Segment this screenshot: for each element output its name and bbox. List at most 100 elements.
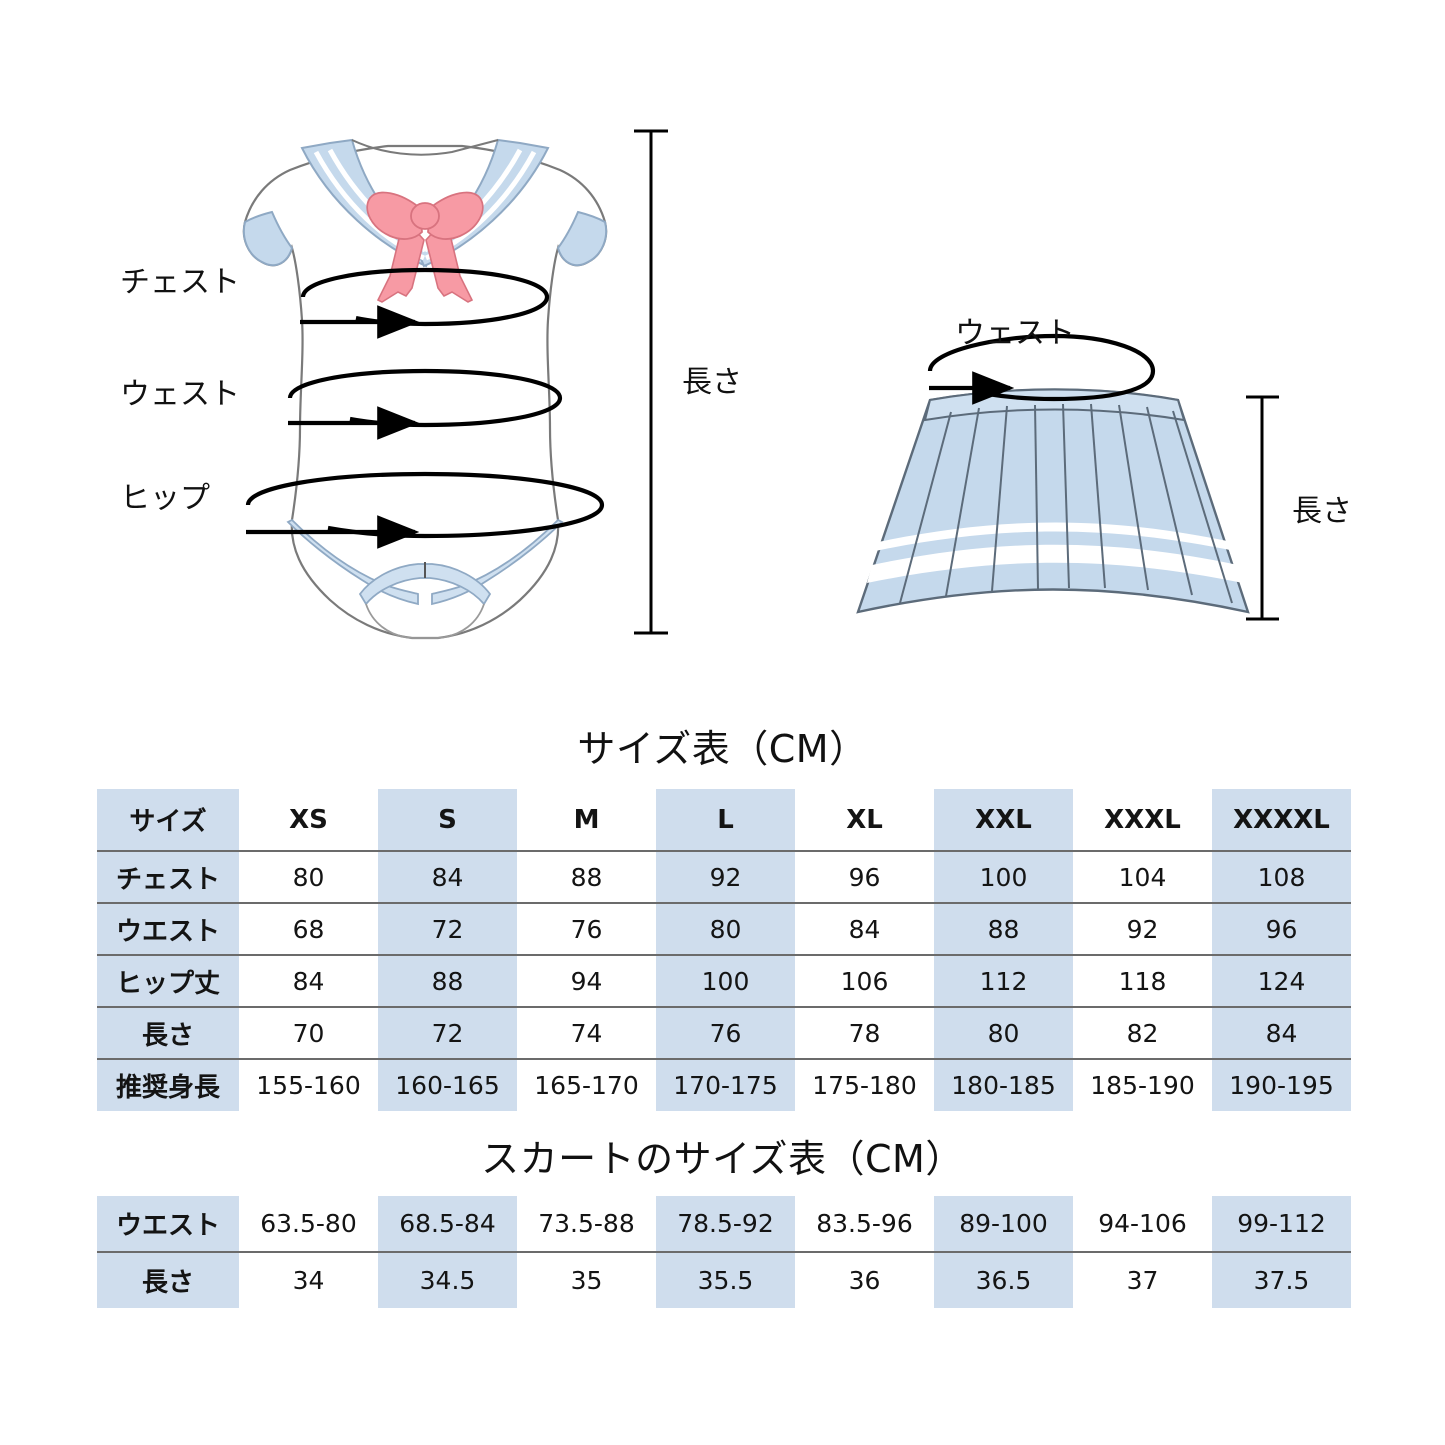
cell-length-xxxl: 82 bbox=[1073, 1006, 1212, 1059]
row-label-chest: チェスト bbox=[97, 850, 239, 903]
skirt-pleat bbox=[1118, 404, 1149, 591]
cell-length-l: 76 bbox=[656, 1006, 795, 1059]
header-size-label: サイズ bbox=[97, 789, 239, 851]
skirt-waist-measure-loop bbox=[927, 333, 1156, 402]
cell-hip-xxxxl: 124 bbox=[1212, 954, 1351, 1007]
header-size-xs: XS bbox=[239, 789, 378, 851]
cell-waist-xs: 68 bbox=[239, 902, 378, 955]
skirt-pleat bbox=[945, 407, 980, 597]
cell-chest-l: 92 bbox=[656, 850, 795, 903]
cell-chest-xs: 80 bbox=[239, 850, 378, 903]
cell-waist-xxxxl: 96 bbox=[1212, 902, 1351, 955]
cell-length-m: 74 bbox=[517, 1006, 656, 1059]
skirt-row-label-length: 長さ bbox=[97, 1251, 239, 1308]
skirt-cell-waist-xxxxl: 99-112 bbox=[1212, 1196, 1351, 1252]
header-size-xxxxl: XXXXL bbox=[1212, 789, 1351, 851]
cell-length-xxxxl: 84 bbox=[1212, 1006, 1351, 1059]
bodysuit-body bbox=[242, 144, 608, 640]
cell-height-xs: 155-160 bbox=[239, 1058, 378, 1111]
skirt-cell-waist-xl: 83.5-96 bbox=[795, 1196, 934, 1252]
cell-chest-m: 88 bbox=[517, 850, 656, 903]
skirt-cell-length-xs: 34 bbox=[239, 1251, 378, 1308]
table-row: チェスト 80 84 88 92 96 100 104 108 bbox=[97, 850, 1351, 903]
skirt-pleat bbox=[899, 411, 952, 604]
skirt-cell-length-m: 35 bbox=[517, 1251, 656, 1308]
table-row: 長さ 70 72 74 76 78 80 82 84 bbox=[97, 1006, 1351, 1059]
cell-waist-l: 80 bbox=[656, 902, 795, 955]
bow-loop-left bbox=[366, 191, 423, 240]
skirt-size-table-title: スカートのサイズ表（CM） bbox=[481, 1137, 964, 1181]
row-label-recommended-height: 推奨身長 bbox=[97, 1058, 239, 1111]
bodysuit-neckline bbox=[351, 139, 499, 156]
cell-hip-l: 100 bbox=[656, 954, 795, 1007]
skirt-pleat bbox=[1090, 403, 1106, 589]
skirt-pleat bbox=[991, 405, 1008, 592]
bodysuit-sleeve-cuff-right bbox=[556, 210, 607, 267]
cell-waist-xxl: 88 bbox=[934, 902, 1073, 955]
sailor-bodysuit-illustration: チェスト ウェスト ヒップ 長さ bbox=[120, 129, 742, 640]
skirt-cell-length-s: 34.5 bbox=[378, 1251, 517, 1308]
row-label-waist: ウエスト bbox=[97, 902, 239, 955]
label-chest: チェスト bbox=[120, 265, 240, 300]
pleated-skirt-illustration: ウェスト 長さ bbox=[856, 316, 1352, 621]
skirt-cell-waist-s: 68.5-84 bbox=[378, 1196, 517, 1252]
table-row: ウエスト 63.5-80 68.5-84 73.5-88 78.5-92 83.… bbox=[97, 1196, 1351, 1252]
skirt-size-table: ウエスト 63.5-80 68.5-84 73.5-88 78.5-92 83.… bbox=[97, 1196, 1351, 1308]
header-size-s: S bbox=[378, 789, 517, 851]
table-row: 推奨身長 155-160 160-165 165-170 170-175 175… bbox=[97, 1058, 1351, 1111]
cell-waist-s: 72 bbox=[378, 902, 517, 955]
label-skirt-length: 長さ bbox=[1292, 494, 1352, 529]
header-size-m: M bbox=[517, 789, 656, 851]
skirt-cell-waist-l: 78.5-92 bbox=[656, 1196, 795, 1252]
cell-chest-xxxl: 104 bbox=[1073, 850, 1212, 903]
label-skirt-waist: ウェスト bbox=[955, 316, 1075, 351]
cell-height-s: 160-165 bbox=[378, 1058, 517, 1111]
skirt-cell-waist-m: 73.5-88 bbox=[517, 1196, 656, 1252]
brief-leg-opening bbox=[358, 563, 492, 606]
skirt-pleat bbox=[1172, 410, 1233, 604]
label-waist: ウェスト bbox=[120, 377, 240, 412]
skirt-cell-waist-xs: 63.5-80 bbox=[239, 1196, 378, 1252]
skirt-stripe-lower bbox=[867, 544, 1243, 583]
cell-length-xs: 70 bbox=[239, 1006, 378, 1059]
cell-height-l: 170-175 bbox=[656, 1058, 795, 1111]
cell-length-s: 72 bbox=[378, 1006, 517, 1059]
skirt-cell-length-xxxxl: 37.5 bbox=[1212, 1251, 1351, 1308]
cell-hip-s: 88 bbox=[378, 954, 517, 1007]
cell-length-xl: 78 bbox=[795, 1006, 934, 1059]
skirt-cell-length-xxxl: 37 bbox=[1073, 1251, 1212, 1308]
cell-chest-xl: 96 bbox=[795, 850, 934, 903]
cell-hip-m: 94 bbox=[517, 954, 656, 1007]
main-size-table-title: サイズ表（CM） bbox=[577, 727, 868, 771]
bow-tail-left bbox=[376, 216, 425, 303]
skirt-pleat bbox=[1146, 406, 1193, 596]
cell-chest-xxxxl: 108 bbox=[1212, 850, 1351, 903]
cell-waist-m: 76 bbox=[517, 902, 656, 955]
skirt-cell-waist-xxxl: 94-106 bbox=[1073, 1196, 1212, 1252]
skirt-cell-length-xl: 36 bbox=[795, 1251, 934, 1308]
bow-knot bbox=[410, 202, 440, 230]
table-row: ヒップ丈 84 88 94 100 106 112 118 124 bbox=[97, 954, 1351, 1007]
skirt-pleat bbox=[1062, 403, 1070, 589]
brief-trim-right bbox=[431, 518, 564, 606]
skirt-body bbox=[856, 388, 1250, 614]
cell-chest-s: 84 bbox=[378, 850, 517, 903]
skirt-cell-length-xxl: 36.5 bbox=[934, 1251, 1073, 1308]
label-bodysuit-length: 長さ bbox=[682, 365, 742, 400]
row-label-hip: ヒップ丈 bbox=[97, 954, 239, 1007]
bow-tail-right bbox=[425, 216, 474, 303]
skirt-cell-length-l: 35.5 bbox=[656, 1251, 795, 1308]
main-size-table: サイズ XS S M L XL XXL XXXL XXXXL チェスト 80 8… bbox=[97, 789, 1351, 1111]
skirt-length-dimension bbox=[1246, 395, 1279, 621]
header-size-xxxl: XXXL bbox=[1073, 789, 1212, 851]
bodysuit-length-dimension bbox=[634, 129, 668, 635]
hip-measure-loop bbox=[245, 471, 605, 539]
cell-height-m: 165-170 bbox=[517, 1058, 656, 1111]
brief-trim-left bbox=[286, 518, 419, 606]
cell-waist-xl: 84 bbox=[795, 902, 934, 955]
cell-length-xxl: 80 bbox=[934, 1006, 1073, 1059]
bow-loop-right bbox=[427, 191, 484, 240]
table-row: ウエスト 68 72 76 80 84 88 92 96 bbox=[97, 902, 1351, 955]
brief-hem bbox=[365, 603, 485, 639]
header-size-xxl: XXL bbox=[934, 789, 1073, 851]
